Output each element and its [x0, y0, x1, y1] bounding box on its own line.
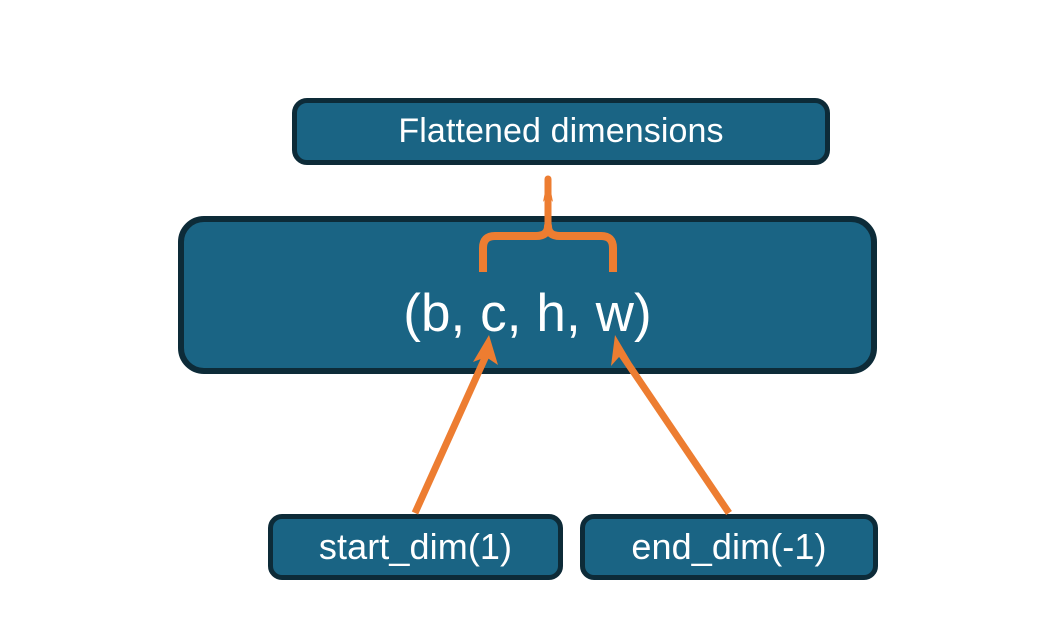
- tensor-shape-label: (b, c, h, w): [403, 284, 652, 343]
- start-dim-label: start_dim(1): [318, 526, 513, 567]
- end-dim-box[interactable]: end_dim(-1): [580, 514, 878, 580]
- start-dim-box[interactable]: start_dim(1): [268, 514, 563, 580]
- flattened-dimensions-box[interactable]: Flattened dimensions: [292, 98, 830, 165]
- flattened-dimensions-label: Flattened dimensions: [398, 112, 724, 150]
- end-dim-label: end_dim(-1): [631, 526, 827, 567]
- tensor-shape-box[interactable]: (b, c, h, w): [178, 216, 877, 374]
